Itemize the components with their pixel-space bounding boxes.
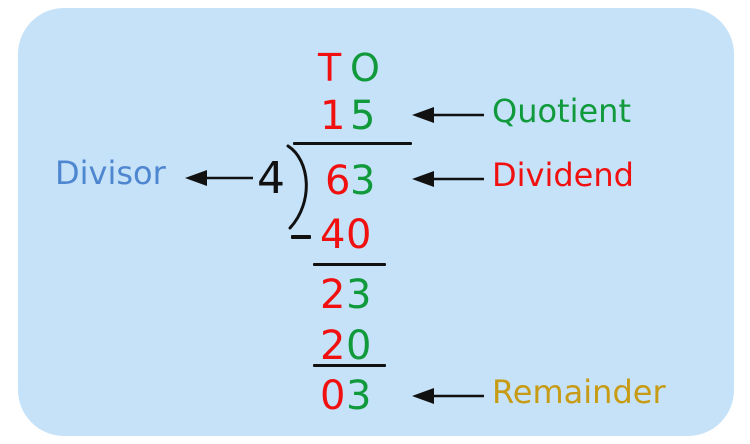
subtraction-rule-2 [313,364,386,367]
subtraction-minus-sign [291,235,311,239]
remainder-label: Remainder [492,373,666,411]
quotient-arrow-icon [412,107,484,123]
quotient-label: Quotient [492,92,631,130]
dividend-label: Dividend [492,156,634,194]
place-value-header-ones: O [350,46,380,90]
dividend-ones-digit: 3 [350,158,376,204]
difference-tens-digit: 2 [320,272,346,318]
divisor-arrow-icon [185,170,253,186]
place-value-header-tens: T [318,46,342,90]
divisor-label: Divisor [55,154,166,192]
difference-ones-digit: 3 [346,272,372,318]
division-bracket-icon [286,144,308,230]
remainder-ones-digit: 3 [346,373,372,419]
remainder-arrow-icon [412,388,484,404]
subtrahend-tens-digit: 4 [320,212,346,258]
second-subtrahend-ones-digit: 0 [346,323,372,369]
quotient-tens-digit: 1 [320,93,346,139]
subtraction-rule-1 [313,263,386,266]
dividend-arrow-icon [412,171,484,187]
quotient-ones-digit: 5 [350,93,376,139]
dividend-tens-digit: 6 [325,158,351,204]
division-vinculum [293,142,412,145]
remainder-tens-digit: 0 [320,373,346,419]
subtrahend-ones-digit: 0 [346,212,372,258]
divisor-digit: 4 [257,153,285,204]
second-subtrahend-tens-digit: 2 [320,323,346,369]
